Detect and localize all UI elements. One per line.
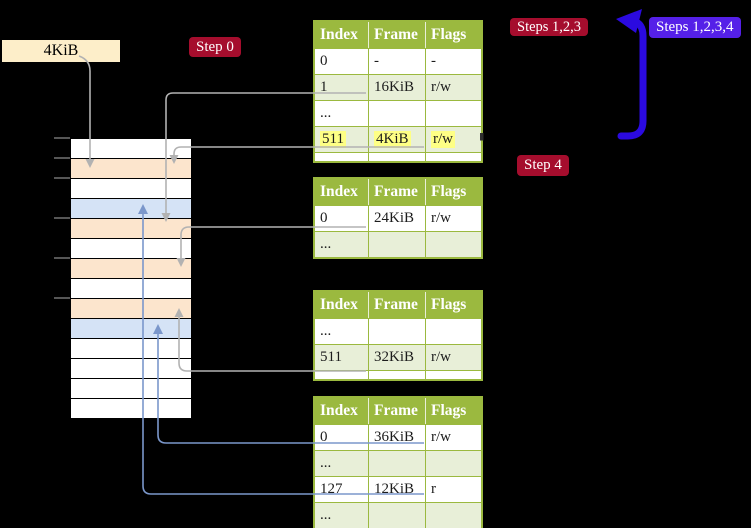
table-row: ...	[315, 318, 481, 344]
memory-frame-row	[71, 219, 191, 239]
header-cell: Index	[315, 179, 369, 205]
step4-badge: Step 4	[517, 155, 569, 176]
table-row: ...	[315, 231, 481, 257]
table-cell	[426, 451, 481, 476]
table-cell: -	[369, 49, 426, 74]
memory-frame-row	[71, 259, 191, 279]
page-table-3: Index Frame Flags ... 511 32KiB r/w	[313, 290, 483, 381]
page-table-1: Index Frame Flags 0 - - 1 16KiB r/w ... …	[313, 20, 483, 163]
header-cell: Flags	[431, 296, 467, 313]
table-cell: 511	[315, 127, 369, 152]
table-cell: 127	[315, 477, 369, 502]
table-cell: r/w	[431, 131, 455, 148]
table-cell: 24KiB	[369, 206, 426, 231]
memory-frame-row	[71, 339, 191, 359]
table-row-partial	[315, 152, 481, 161]
memory-frame-row	[71, 299, 191, 319]
memory-frame-row	[71, 159, 191, 179]
table-row: ...	[315, 502, 481, 528]
memory-frame-row	[71, 199, 191, 219]
table-cell: ...	[315, 451, 369, 476]
physical-memory-strip	[70, 138, 192, 419]
table-header: Index Frame Flags	[315, 179, 481, 205]
step0-badge: Step 0	[189, 37, 241, 57]
table-cell	[369, 101, 426, 126]
page-table-4: Index Frame Flags 0 36KiB r/w ... 127 12…	[313, 396, 483, 528]
header-cell: Flags	[431, 402, 467, 419]
header-cell: Flags	[431, 183, 467, 200]
table-cell: 1	[315, 75, 369, 100]
table-cell: 0	[315, 206, 369, 231]
header-cell: Flags	[431, 26, 467, 43]
table-cell: 36KiB	[369, 425, 426, 450]
memory-tick-marks	[54, 137, 70, 299]
big-blue-arrow	[616, 9, 647, 140]
table-row: 0 24KiB r/w	[315, 205, 481, 231]
table-cell	[369, 451, 426, 476]
table-cell: r/w	[431, 210, 451, 226]
memory-frame-row	[71, 399, 191, 418]
table-header: Index Frame Flags	[315, 398, 481, 424]
table-cell	[369, 232, 426, 257]
table-cell: ...	[315, 232, 369, 257]
table-header: Index Frame Flags	[315, 292, 481, 318]
table-cell: 0	[315, 425, 369, 450]
table-row: 127 12KiB r	[315, 476, 481, 502]
table-cell: -	[431, 53, 436, 69]
table-cell: r/w	[431, 429, 451, 445]
table-cell: ...	[315, 101, 369, 126]
header-cell: Index	[315, 22, 369, 48]
table-cell	[426, 319, 481, 344]
steps123-badge: Steps 1,2,3	[510, 18, 589, 36]
table-cell: ...	[315, 319, 369, 344]
table-row-partial	[315, 370, 481, 379]
table-row: 511 32KiB r/w	[315, 344, 481, 370]
header-cell: Frame	[369, 22, 426, 48]
header-cell: Index	[315, 292, 369, 318]
table-row: ...	[315, 100, 481, 126]
table-row: 0 - -	[315, 48, 481, 74]
table-cell	[426, 503, 481, 528]
table-cell: r/w	[431, 79, 451, 95]
table-cell: r/w	[431, 349, 451, 365]
frame-size-label: 4KiB	[2, 40, 120, 62]
table-cell: 4KiB	[369, 127, 426, 152]
table-cell: ...	[315, 503, 369, 528]
table-row: 0 36KiB r/w	[315, 424, 481, 450]
steps1234-badge: Steps 1,2,3,4	[649, 17, 741, 38]
table-cell: 16KiB	[369, 75, 426, 100]
header-cell: Frame	[369, 179, 426, 205]
table-header: Index Frame Flags	[315, 22, 481, 48]
table-row: ...	[315, 450, 481, 476]
table-cell	[369, 503, 426, 528]
memory-frame-row	[71, 379, 191, 399]
header-cell: Index	[315, 398, 369, 424]
page-table-2: Index Frame Flags 0 24KiB r/w ...	[313, 177, 483, 259]
table-cell: 511	[315, 345, 369, 370]
memory-frame-row	[71, 179, 191, 199]
header-cell: Frame	[369, 398, 426, 424]
table-row-highlighted: 511 4KiB r/w	[315, 126, 481, 152]
memory-frame-row	[71, 139, 191, 159]
table-cell: 12KiB	[369, 477, 426, 502]
header-cell: Frame	[369, 292, 426, 318]
memory-frame-row	[71, 359, 191, 379]
memory-frame-row	[71, 319, 191, 339]
memory-frame-row	[71, 279, 191, 299]
table-cell: r	[431, 481, 436, 497]
table-cell	[369, 319, 426, 344]
table-cell	[426, 101, 481, 126]
memory-frame-row	[71, 239, 191, 259]
table-cell: 32KiB	[369, 345, 426, 370]
table-row: 1 16KiB r/w	[315, 74, 481, 100]
table-cell: 0	[315, 49, 369, 74]
table-cell	[426, 232, 481, 257]
